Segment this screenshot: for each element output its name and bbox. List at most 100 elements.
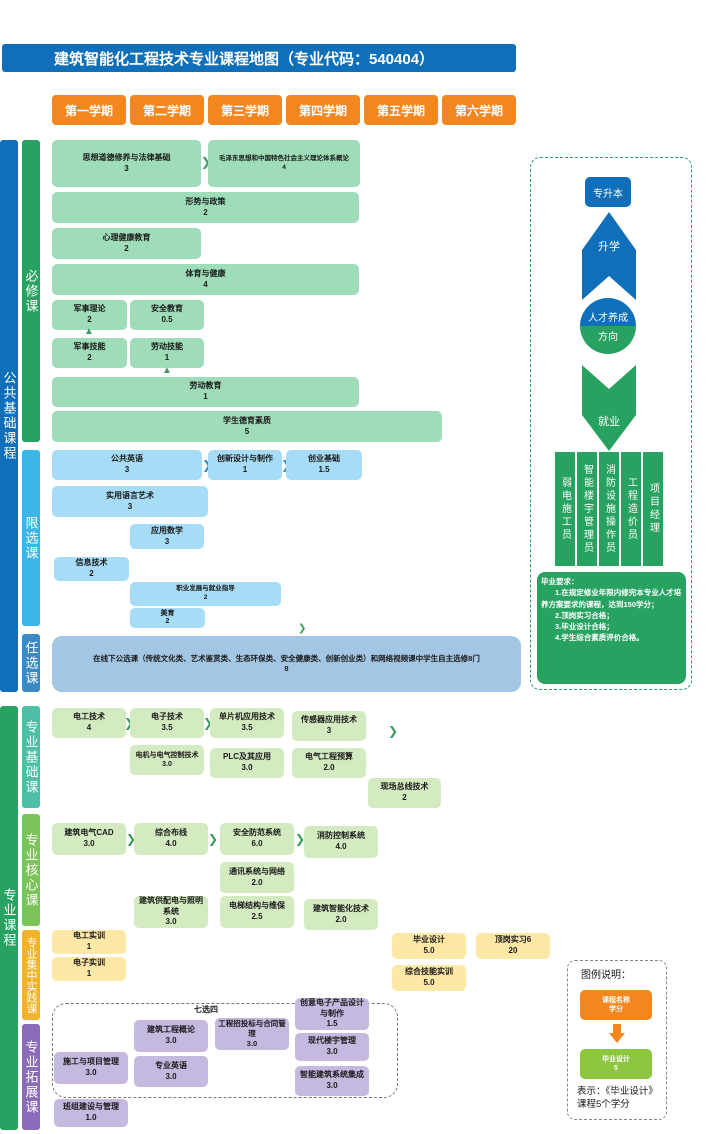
arrow-down-icon (582, 365, 636, 451)
course-name: 建筑工程概论 (147, 1025, 195, 1035)
course-name: 应用数学 (151, 525, 183, 535)
course-name: 电子技术 (151, 712, 183, 722)
label-major: 专业课程 (0, 706, 18, 1130)
course-name: 消防控制系统 (317, 831, 365, 841)
course-credit: 2.0 (323, 763, 335, 772)
course-credit: 1.5 (326, 1019, 338, 1029)
course-name: 智能建筑系统集成 (300, 1070, 364, 1080)
course-name: 电梯结构与维保 (229, 901, 285, 911)
arrow-up-label: 升学 (598, 241, 620, 253)
course-credit: 1.0 (85, 1113, 97, 1122)
course-name: 创新设计与制作 (217, 454, 273, 464)
course-credit: 3.5 (241, 723, 253, 732)
course-credit: 1 (86, 969, 92, 978)
requirement-item: 1.在规定修业年限内修完本专业人才培养方案要求的课程，达到150学分； (541, 588, 682, 609)
course-name: 工程招投标与合同管理 (218, 1018, 286, 1038)
requirement-item: 3.毕业设计合格； (555, 622, 614, 631)
course-credit: 5 (244, 426, 250, 436)
label-elective: 任选课 (22, 634, 40, 692)
arrow-down-label: 就业 (598, 416, 620, 428)
course-name: 体育与健康 (185, 268, 226, 278)
course-name: 心理健康教育 (102, 232, 151, 242)
course-name: 思想道德修养与法律基础 (82, 152, 171, 162)
course-credit: 1.5 (318, 465, 330, 474)
course-credit: 1 (164, 353, 170, 362)
course-credit: 3.0 (326, 1047, 338, 1056)
course-name: 现代楼宇管理 (308, 1036, 356, 1046)
course-credit: 2.0 (335, 914, 347, 924)
chevron-up-icon: ▲ (84, 326, 94, 337)
course-credit: 3 (326, 726, 332, 735)
course-name: 传感器应用技术 (301, 715, 357, 725)
career-item: 弱电施工员 (555, 452, 575, 566)
course-name: 劳动技能 (151, 342, 183, 352)
course-name: 通讯系统与网络 (229, 866, 285, 876)
label-required: 必修课 (22, 140, 40, 442)
label-major-extend: 专业拓展课 (22, 1024, 40, 1130)
course-credit: 2.5 (251, 912, 263, 921)
course-credit: 1 (86, 942, 92, 951)
course-name: 电工实训 (73, 931, 105, 941)
course-name: 职业发展与就业指导 (176, 585, 235, 593)
label-major-practice: 专业集中实践课 (22, 930, 40, 1020)
career-item: 消防设施操作员 (599, 452, 619, 566)
requirement-item: 2.顶岗实习合格； (555, 610, 614, 620)
semester-1: 第一学期 (52, 95, 126, 125)
course-name: 毕业设计 (413, 935, 445, 945)
label-major-core: 专业核心课 (22, 814, 40, 926)
semester-5: 第五学期 (364, 95, 438, 125)
course-credit: 3.0 (165, 1071, 177, 1081)
course-credit: 3.0 (162, 761, 172, 768)
course-name: 劳动教育 (189, 381, 222, 391)
course-elective[interactable]: 在线下公选课（传统文化类、艺术鉴赏类、生态环保类、安全健康类、创新创业类）和网络… (52, 636, 521, 692)
